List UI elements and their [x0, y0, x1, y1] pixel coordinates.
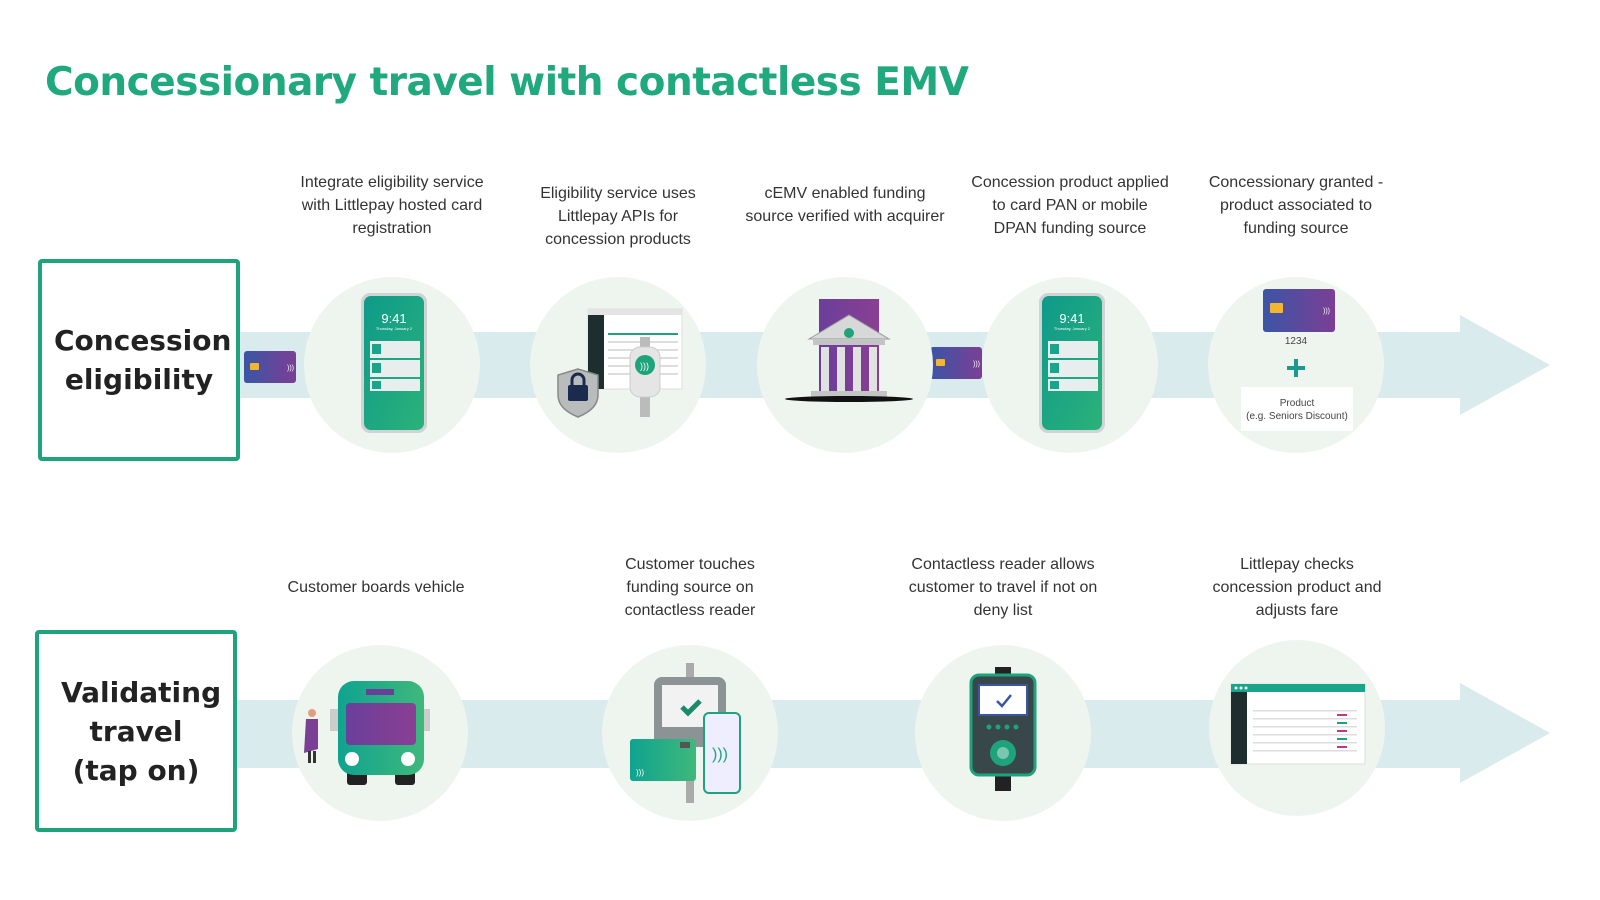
step-caption: Contactless reader allows customer to tr…	[908, 556, 1098, 619]
row-label-concession-eligibility: Concession eligibility	[38, 259, 240, 461]
smartphone-icon	[361, 293, 427, 433]
step-caption: Customer touches funding source on conta…	[624, 556, 756, 619]
svg-text:))): )))	[640, 361, 649, 371]
validator-icon	[969, 667, 1037, 791]
step-circle: 9:41 Thursday, January 2	[982, 277, 1158, 453]
tap-reader-icon: ))) )))	[630, 663, 741, 803]
card-plus-product-icon: )))	[1241, 289, 1353, 431]
payment-card-icon: )))	[930, 347, 982, 379]
payment-card-icon: )))	[244, 351, 296, 383]
step-circle: ))) )))	[602, 645, 778, 821]
svg-text:))): )))	[1323, 308, 1330, 315]
svg-text:))): )))	[973, 361, 980, 368]
row-label-validating-travel: Validating travel (tap on)	[35, 630, 237, 832]
smartphone-icon	[1039, 293, 1105, 433]
step-caption: cEMV enabled funding source verified wit…	[745, 185, 945, 225]
dashboard-icon	[1230, 683, 1366, 765]
row-label-text: Validating travel (tap on)	[61, 675, 222, 787]
step-caption: Eligibility service uses Littlepay APIs …	[540, 185, 696, 248]
step-caption: Concession product applied to card PAN o…	[971, 174, 1169, 237]
step-caption: Integrate eligibility service with Littl…	[300, 174, 484, 237]
product-label: Product	[1279, 398, 1315, 409]
api-security-icon: )))	[557, 308, 683, 418]
bank-icon	[785, 299, 913, 402]
step-caption: Concessionary granted - product associat…	[1208, 174, 1384, 237]
svg-text:))): )))	[712, 746, 728, 763]
row1-arrowhead	[1460, 315, 1550, 415]
step-caption: Customer boards vehicle	[287, 579, 465, 596]
step-circle: ))) 1234 Product (e.g. Seniors Discount)	[1208, 277, 1384, 453]
bus-icon	[304, 681, 430, 785]
svg-text:))): )))	[287, 365, 294, 372]
step-circle	[292, 645, 468, 821]
step-circle	[915, 645, 1091, 821]
phone-time: 9:41	[1059, 311, 1085, 326]
page-title: Concessionary travel with contactless EM…	[45, 60, 969, 105]
phone-date: Thursday, January 2	[375, 326, 413, 331]
phone-time: 9:41	[381, 311, 407, 326]
step-circle	[757, 277, 933, 453]
card-number: 1234	[1284, 336, 1308, 347]
step-circle: 9:41 Thursday, January 2	[304, 277, 480, 453]
svg-text:))): )))	[636, 768, 644, 777]
row2-arrowhead	[1460, 683, 1550, 783]
product-example: (e.g. Seniors Discount)	[1246, 411, 1348, 422]
phone-date: Thursday, January 2	[1053, 326, 1091, 331]
step-caption: Littlepay checks concession product and …	[1212, 556, 1382, 619]
row-label-text: Concession eligibility	[54, 324, 232, 396]
step-circle	[1209, 640, 1385, 816]
step-circle: )))	[530, 277, 706, 453]
